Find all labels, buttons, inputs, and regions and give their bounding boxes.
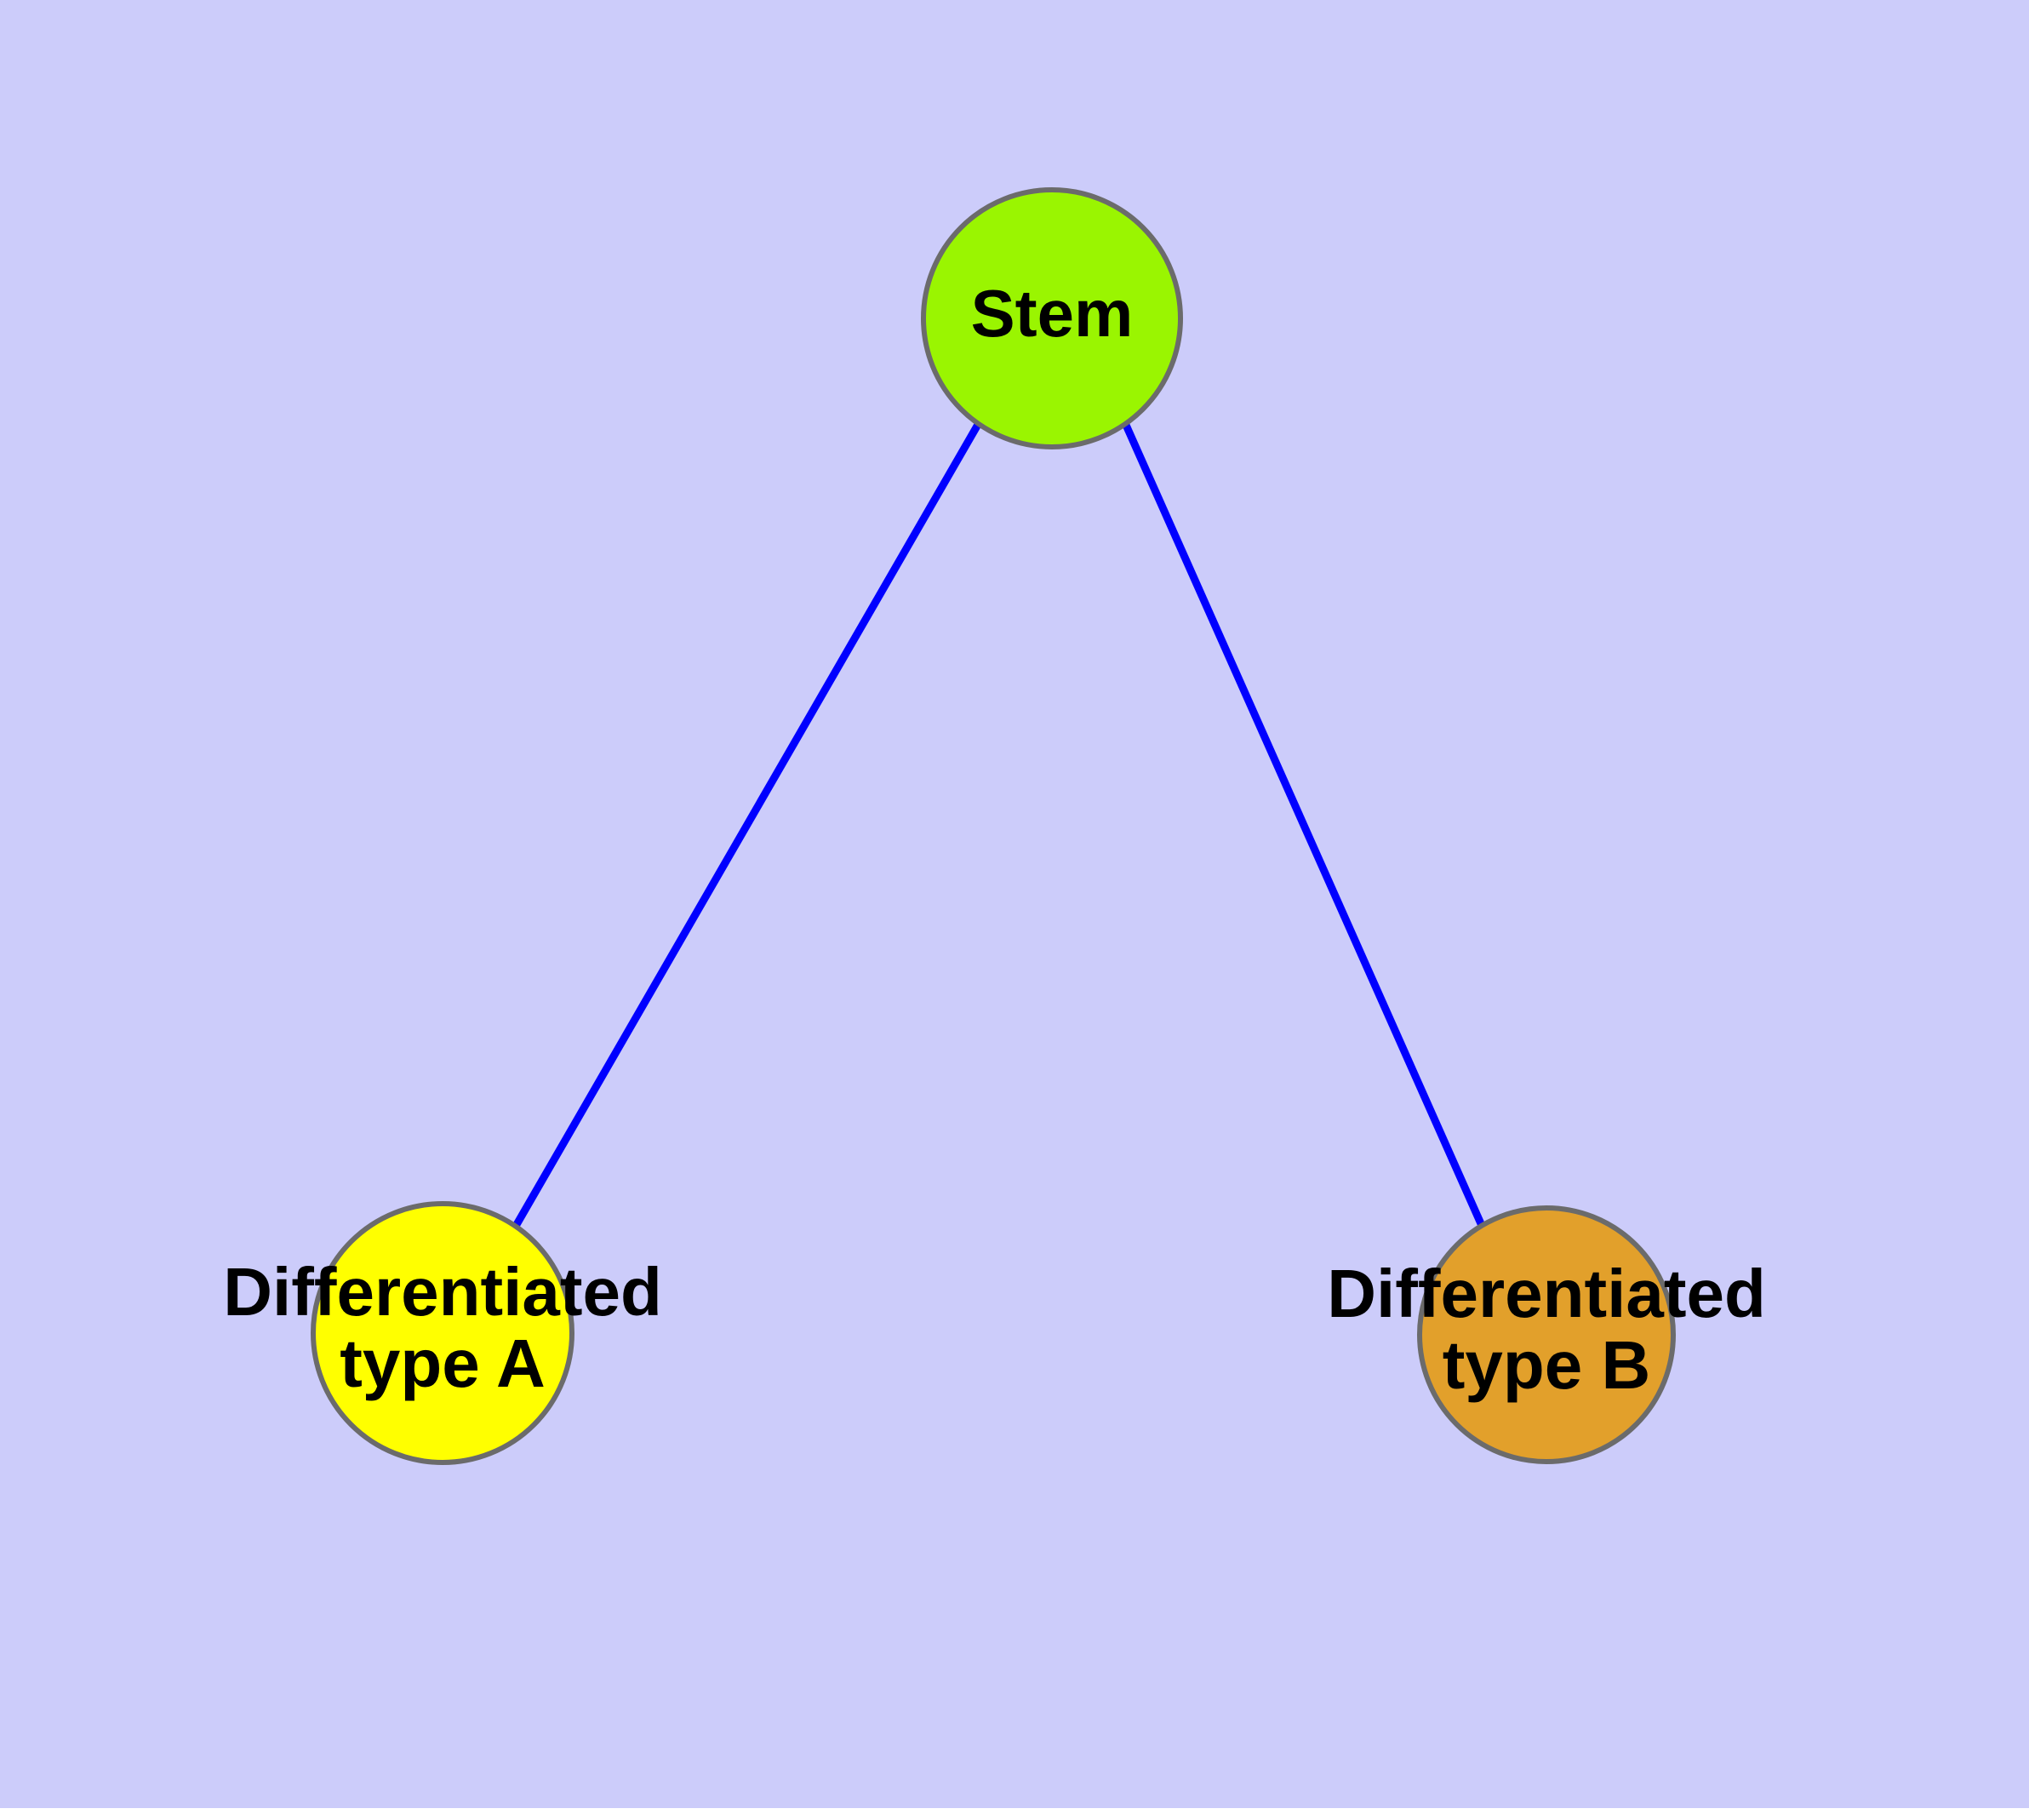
- node-label-line: Differentiated: [223, 1254, 662, 1330]
- edges-group: [512, 421, 1487, 1230]
- node-label-line: type A: [340, 1325, 546, 1401]
- node-stem[interactable]: [921, 187, 1183, 449]
- nodes-group: [311, 187, 1676, 1465]
- node-label-stem: Stem: [971, 276, 1134, 351]
- edge-stem-to-diff-b[interactable]: [1121, 421, 1487, 1229]
- node-label-line: type B: [1443, 1327, 1651, 1403]
- edge-stem-to-diff-a[interactable]: [512, 421, 982, 1230]
- node-diff-a[interactable]: [311, 1201, 574, 1465]
- node-label-line: Differentiated: [1327, 1256, 1766, 1331]
- node-label-line: Stem: [971, 276, 1134, 351]
- node-diff-b[interactable]: [1417, 1205, 1676, 1464]
